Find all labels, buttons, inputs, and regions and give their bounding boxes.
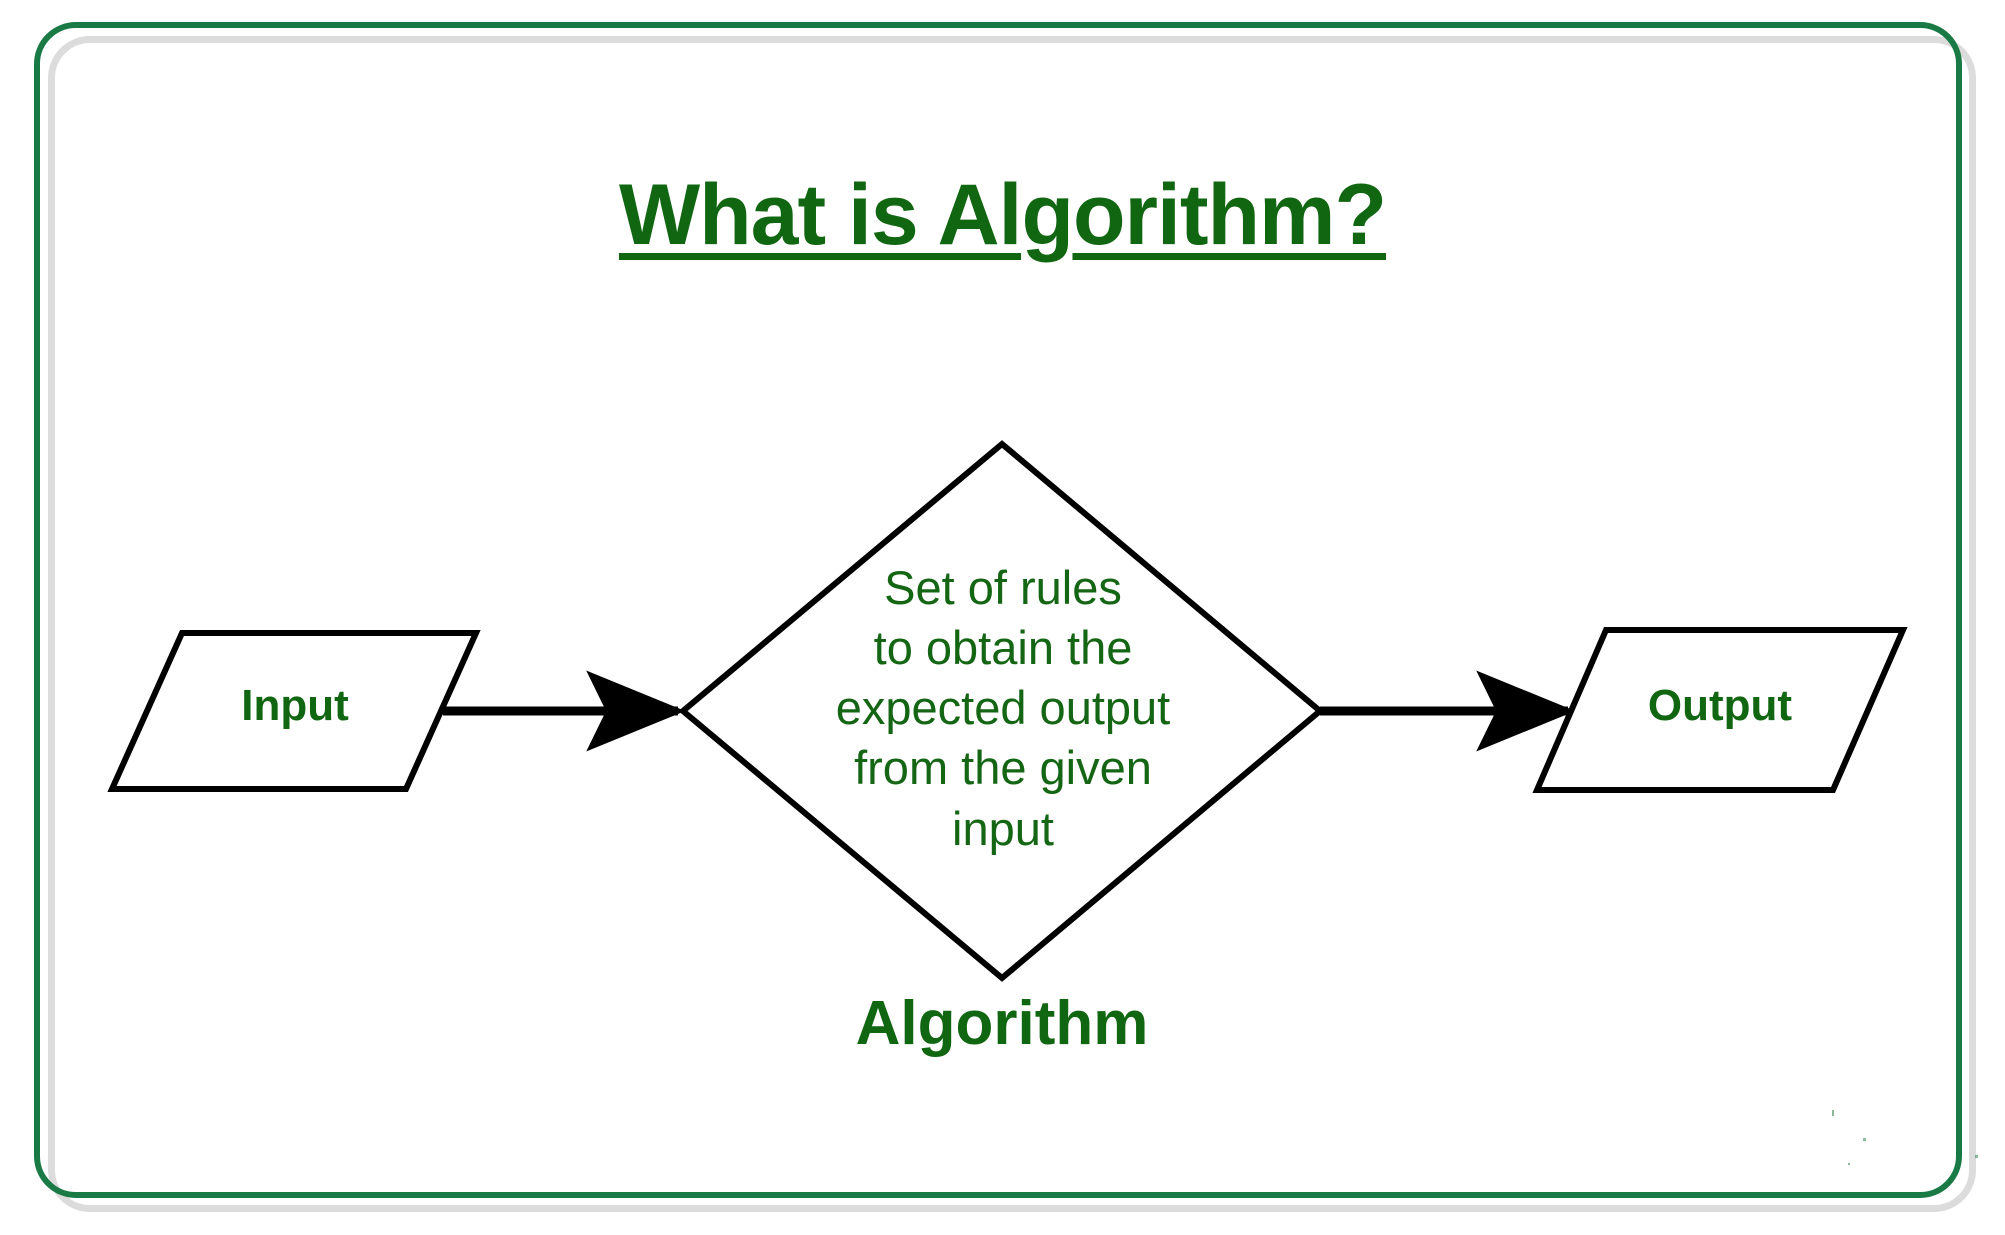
node-algorithm-text-line-2: to obtain the: [873, 621, 1133, 675]
scan-speck: [1863, 1138, 1866, 1141]
node-algorithm-shape[interactable]: [678, 440, 1325, 982]
node-algorithm-text-line-4: from the given: [854, 741, 1152, 795]
node-output-shape[interactable]: [1532, 627, 1908, 793]
node-input-shape[interactable]: [107, 630, 481, 792]
page-title: What is Algorithm?: [0, 170, 2005, 260]
scan-speck: [1832, 1110, 1834, 1116]
scan-speck: [1975, 1155, 1978, 1158]
node-input-label: Input: [241, 681, 349, 730]
node-algorithm-text-line-3: expected output: [835, 681, 1171, 735]
node-algorithm-text-line-5: input: [952, 801, 1054, 855]
node-algorithm-text: Set of rules to obtain the expected outp…: [798, 558, 1208, 859]
node-algorithm-caption: Algorithm: [855, 989, 1149, 1058]
scan-speck: [1848, 1163, 1850, 1165]
node-algorithm-text-line-1: Set of rules: [884, 561, 1122, 614]
node-output-label: Output: [1647, 681, 1793, 730]
page-title-text: What is Algorithm?: [618, 167, 1387, 263]
